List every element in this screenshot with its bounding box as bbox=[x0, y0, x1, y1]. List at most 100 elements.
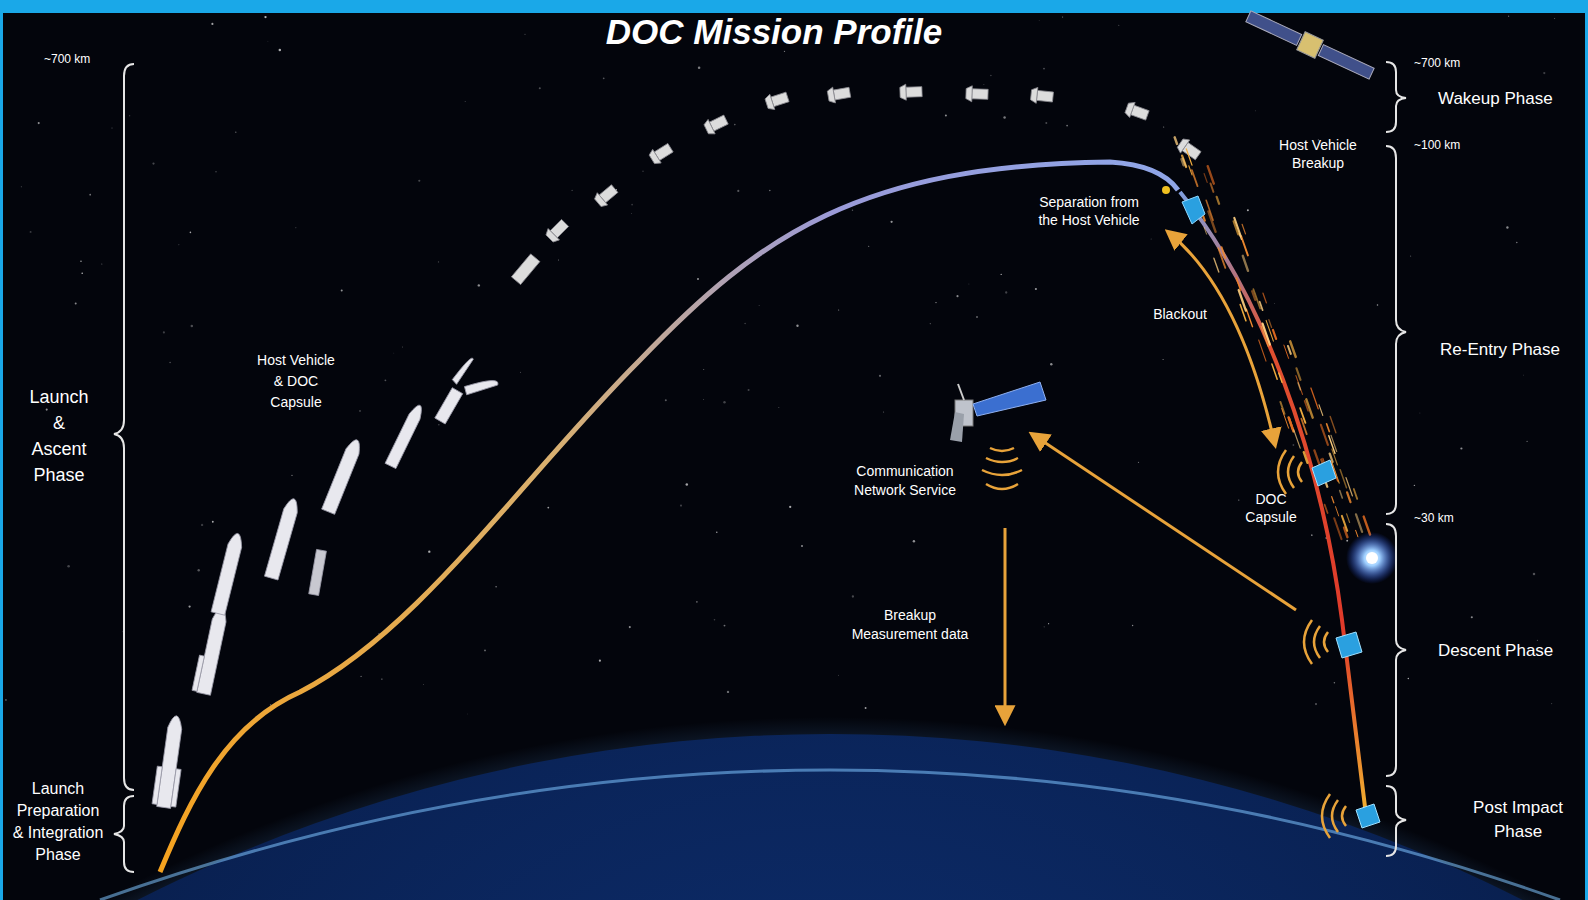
breakup-spark bbox=[1273, 330, 1276, 339]
star bbox=[629, 626, 631, 628]
star bbox=[520, 371, 522, 373]
star bbox=[1132, 625, 1133, 626]
breakup-spark bbox=[1288, 346, 1291, 354]
breakup-spark bbox=[1237, 278, 1241, 289]
star bbox=[696, 601, 698, 603]
star bbox=[599, 660, 601, 662]
star bbox=[1247, 209, 1249, 211]
star bbox=[1001, 274, 1002, 275]
star bbox=[1414, 485, 1415, 486]
star bbox=[665, 399, 667, 401]
star bbox=[935, 302, 936, 303]
star bbox=[1551, 703, 1552, 704]
star bbox=[697, 278, 699, 280]
star bbox=[1150, 238, 1152, 240]
breakup-spark bbox=[1261, 326, 1268, 346]
star bbox=[384, 379, 386, 381]
star bbox=[539, 87, 541, 89]
breakup-spark bbox=[1321, 425, 1328, 445]
star bbox=[46, 409, 48, 411]
star bbox=[983, 84, 985, 86]
star bbox=[723, 401, 725, 403]
star bbox=[101, 263, 102, 264]
star bbox=[169, 362, 171, 364]
star bbox=[1162, 359, 1163, 360]
star bbox=[547, 507, 549, 509]
star bbox=[838, 674, 840, 676]
breakup-spark bbox=[1186, 149, 1192, 165]
breakup-spark bbox=[1298, 383, 1301, 390]
breakup-spark bbox=[1189, 166, 1192, 175]
star bbox=[1508, 16, 1509, 17]
star bbox=[178, 244, 180, 246]
breakup-spark bbox=[1279, 373, 1282, 382]
star bbox=[215, 171, 217, 173]
phase-label: Launch Preparation & Integration Phase bbox=[10, 778, 106, 866]
breakup-spark bbox=[1182, 156, 1186, 167]
star bbox=[212, 521, 214, 523]
breakup-spark bbox=[1214, 258, 1219, 272]
star bbox=[1419, 412, 1421, 414]
star bbox=[789, 506, 791, 508]
star bbox=[778, 407, 779, 408]
star bbox=[1138, 462, 1139, 463]
star bbox=[1293, 444, 1295, 446]
star bbox=[163, 331, 165, 333]
star bbox=[686, 483, 689, 486]
star bbox=[748, 389, 750, 391]
star bbox=[1408, 678, 1409, 679]
star bbox=[75, 303, 77, 305]
breakup-spark bbox=[1332, 497, 1334, 503]
breakup-spark bbox=[1243, 256, 1248, 271]
star bbox=[852, 210, 853, 211]
breakup-spark bbox=[1217, 197, 1219, 204]
star bbox=[703, 369, 705, 371]
star bbox=[81, 272, 83, 274]
star bbox=[758, 304, 760, 306]
star bbox=[1043, 68, 1045, 70]
star bbox=[956, 295, 958, 297]
star bbox=[852, 595, 854, 597]
star bbox=[484, 649, 486, 651]
breakup-spark bbox=[1183, 158, 1186, 167]
star bbox=[945, 114, 947, 116]
star bbox=[1118, 25, 1119, 26]
star bbox=[438, 424, 439, 425]
star bbox=[1506, 226, 1508, 228]
star bbox=[264, 16, 266, 18]
breakup-spark bbox=[1304, 452, 1308, 463]
star bbox=[438, 261, 439, 262]
breakup-spark bbox=[1246, 309, 1252, 327]
star bbox=[727, 691, 729, 693]
breakup-spark bbox=[1354, 489, 1357, 499]
star bbox=[865, 707, 867, 709]
breakup-spark bbox=[1336, 507, 1339, 516]
star bbox=[879, 375, 881, 377]
star bbox=[1238, 500, 1239, 501]
phase-label: Descent Phase bbox=[1438, 640, 1578, 662]
star bbox=[1062, 16, 1063, 17]
breakup-spark bbox=[1282, 409, 1289, 429]
breakup-spark bbox=[1305, 401, 1309, 411]
star bbox=[467, 713, 469, 715]
altitude-mark: ~100 km bbox=[1414, 138, 1494, 153]
phase-label: Launch & Ascent Phase bbox=[26, 384, 92, 488]
breakup-spark bbox=[1294, 430, 1301, 448]
star bbox=[929, 323, 931, 325]
star bbox=[67, 565, 70, 568]
service-label: Communication Network Service bbox=[848, 462, 962, 500]
star bbox=[359, 410, 361, 412]
star bbox=[913, 540, 915, 542]
star bbox=[1045, 122, 1047, 124]
star bbox=[1526, 441, 1527, 442]
phase-label: Post Impact Phase bbox=[1460, 796, 1576, 844]
star bbox=[603, 77, 605, 79]
star bbox=[976, 316, 978, 318]
star bbox=[698, 67, 701, 70]
star bbox=[393, 352, 395, 354]
vehicle-label: Host Vehicle & DOC Capsule bbox=[251, 350, 341, 413]
breakup-spark bbox=[1342, 516, 1347, 531]
breakup-spark bbox=[1269, 320, 1272, 328]
star bbox=[5, 699, 7, 701]
